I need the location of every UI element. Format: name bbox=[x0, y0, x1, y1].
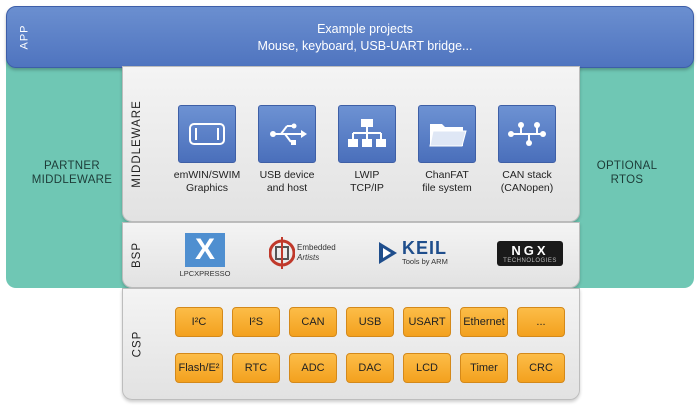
optional-rtos-block: OPTIONAL RTOS bbox=[560, 58, 694, 288]
optional-line2: RTOS bbox=[610, 174, 644, 186]
bsp-layer: BSP X LPCXPRESSO Embedded Artists KEIL bbox=[122, 222, 580, 288]
network-icon bbox=[338, 105, 396, 163]
csp-label: CSP bbox=[123, 289, 151, 399]
csp-block: USART bbox=[403, 307, 451, 337]
keil-emblem bbox=[379, 241, 397, 264]
middleware-item-line1: CAN stack bbox=[502, 169, 552, 181]
lpcxpresso-mark: X bbox=[185, 233, 225, 267]
embedded-artists-line1: Embedded bbox=[297, 243, 336, 252]
middleware-layer: MIDDLEWARE emWIN/SWIM Graphics bbox=[122, 66, 580, 222]
csp-label-text: CSP bbox=[131, 330, 143, 358]
lpcxpresso-logo: X LPCXPRESSO bbox=[175, 233, 235, 279]
keil-sub: Tools by ARM bbox=[402, 257, 448, 266]
csp-block: Flash/E² bbox=[175, 353, 223, 383]
usb-icon bbox=[258, 105, 316, 163]
ngx-word: NGX bbox=[511, 243, 549, 258]
csp-block: CAN bbox=[289, 307, 337, 337]
middleware-label: MIDDLEWARE bbox=[123, 67, 151, 221]
csp-layer: CSP I²C I²S CAN USB USART Ethernet ... F… bbox=[122, 288, 580, 400]
can-bus-icon bbox=[498, 105, 556, 163]
bsp-label-text: BSP bbox=[130, 241, 143, 269]
csp-block: CRC bbox=[517, 353, 565, 383]
middleware-item-line2: Graphics bbox=[185, 182, 228, 194]
middleware-item-line1: emWIN/SWIM bbox=[173, 169, 241, 181]
bsp-label: BSP bbox=[123, 223, 151, 287]
csp-block: I²C bbox=[175, 307, 223, 337]
folder-icon bbox=[418, 105, 476, 163]
middleware-item-line2: TCP/IP bbox=[350, 182, 384, 194]
display-icon bbox=[178, 105, 236, 163]
csp-block: ADC bbox=[289, 353, 337, 383]
csp-block: Timer bbox=[460, 353, 508, 383]
keil-logo: KEIL Tools by ARM bbox=[377, 233, 467, 279]
csp-block: DAC bbox=[346, 353, 394, 383]
app-line2: Mouse, keyboard, USB-UART bridge... bbox=[257, 39, 473, 53]
middleware-item-line1: ChanFAT bbox=[425, 169, 469, 181]
app-description: Example projects Mouse, keyboard, USB-UA… bbox=[47, 21, 683, 55]
optional-line1: OPTIONAL bbox=[596, 160, 658, 172]
middleware-item-emwin: emWIN/SWIM Graphics bbox=[167, 105, 247, 195]
keil-word: KEIL bbox=[402, 238, 448, 258]
ngx-logo: NGX TECHNOLOGIES bbox=[497, 233, 563, 279]
partner-middleware-block: PARTNER MIDDLEWARE bbox=[6, 58, 138, 288]
lpcxpresso-text: LPCXPRESSO bbox=[179, 269, 231, 278]
csp-block: ... bbox=[517, 307, 565, 337]
csp-block: USB bbox=[346, 307, 394, 337]
partner-line1: PARTNER bbox=[44, 160, 100, 172]
middleware-item-line1: LWIP bbox=[354, 169, 380, 181]
embedded-artists-logo: Embedded Artists bbox=[269, 233, 349, 279]
app-label: APP bbox=[11, 7, 39, 67]
csp-block: Ethernet bbox=[460, 307, 508, 337]
middleware-item-line1: USB device bbox=[259, 169, 315, 181]
embedded-artists-line2: Artists bbox=[297, 253, 320, 262]
partner-line2: MIDDLEWARE bbox=[31, 174, 113, 186]
middleware-item-line2: file system bbox=[422, 182, 472, 194]
app-label-text: APP bbox=[18, 24, 31, 50]
app-layer: APP Example projects Mouse, keyboard, US… bbox=[6, 6, 694, 68]
csp-block: I²S bbox=[232, 307, 280, 337]
ngx-sub: TECHNOLOGIES bbox=[503, 258, 557, 264]
middleware-item-line2: (CANopen) bbox=[500, 182, 554, 194]
csp-block: RTC bbox=[232, 353, 280, 383]
app-line1: Example projects bbox=[317, 22, 413, 36]
middleware-item-line2: and host bbox=[266, 182, 308, 194]
csp-block: LCD bbox=[403, 353, 451, 383]
middleware-item-can: CAN stack (CANopen) bbox=[487, 105, 567, 195]
middleware-item-chanfat: ChanFAT file system bbox=[407, 105, 487, 195]
middleware-label-text: MIDDLEWARE bbox=[131, 100, 143, 188]
middleware-item-lwip: LWIP TCP/IP bbox=[327, 105, 407, 195]
embedded-artists-emblem bbox=[269, 237, 295, 269]
middleware-item-usb: USB device and host bbox=[247, 105, 327, 195]
